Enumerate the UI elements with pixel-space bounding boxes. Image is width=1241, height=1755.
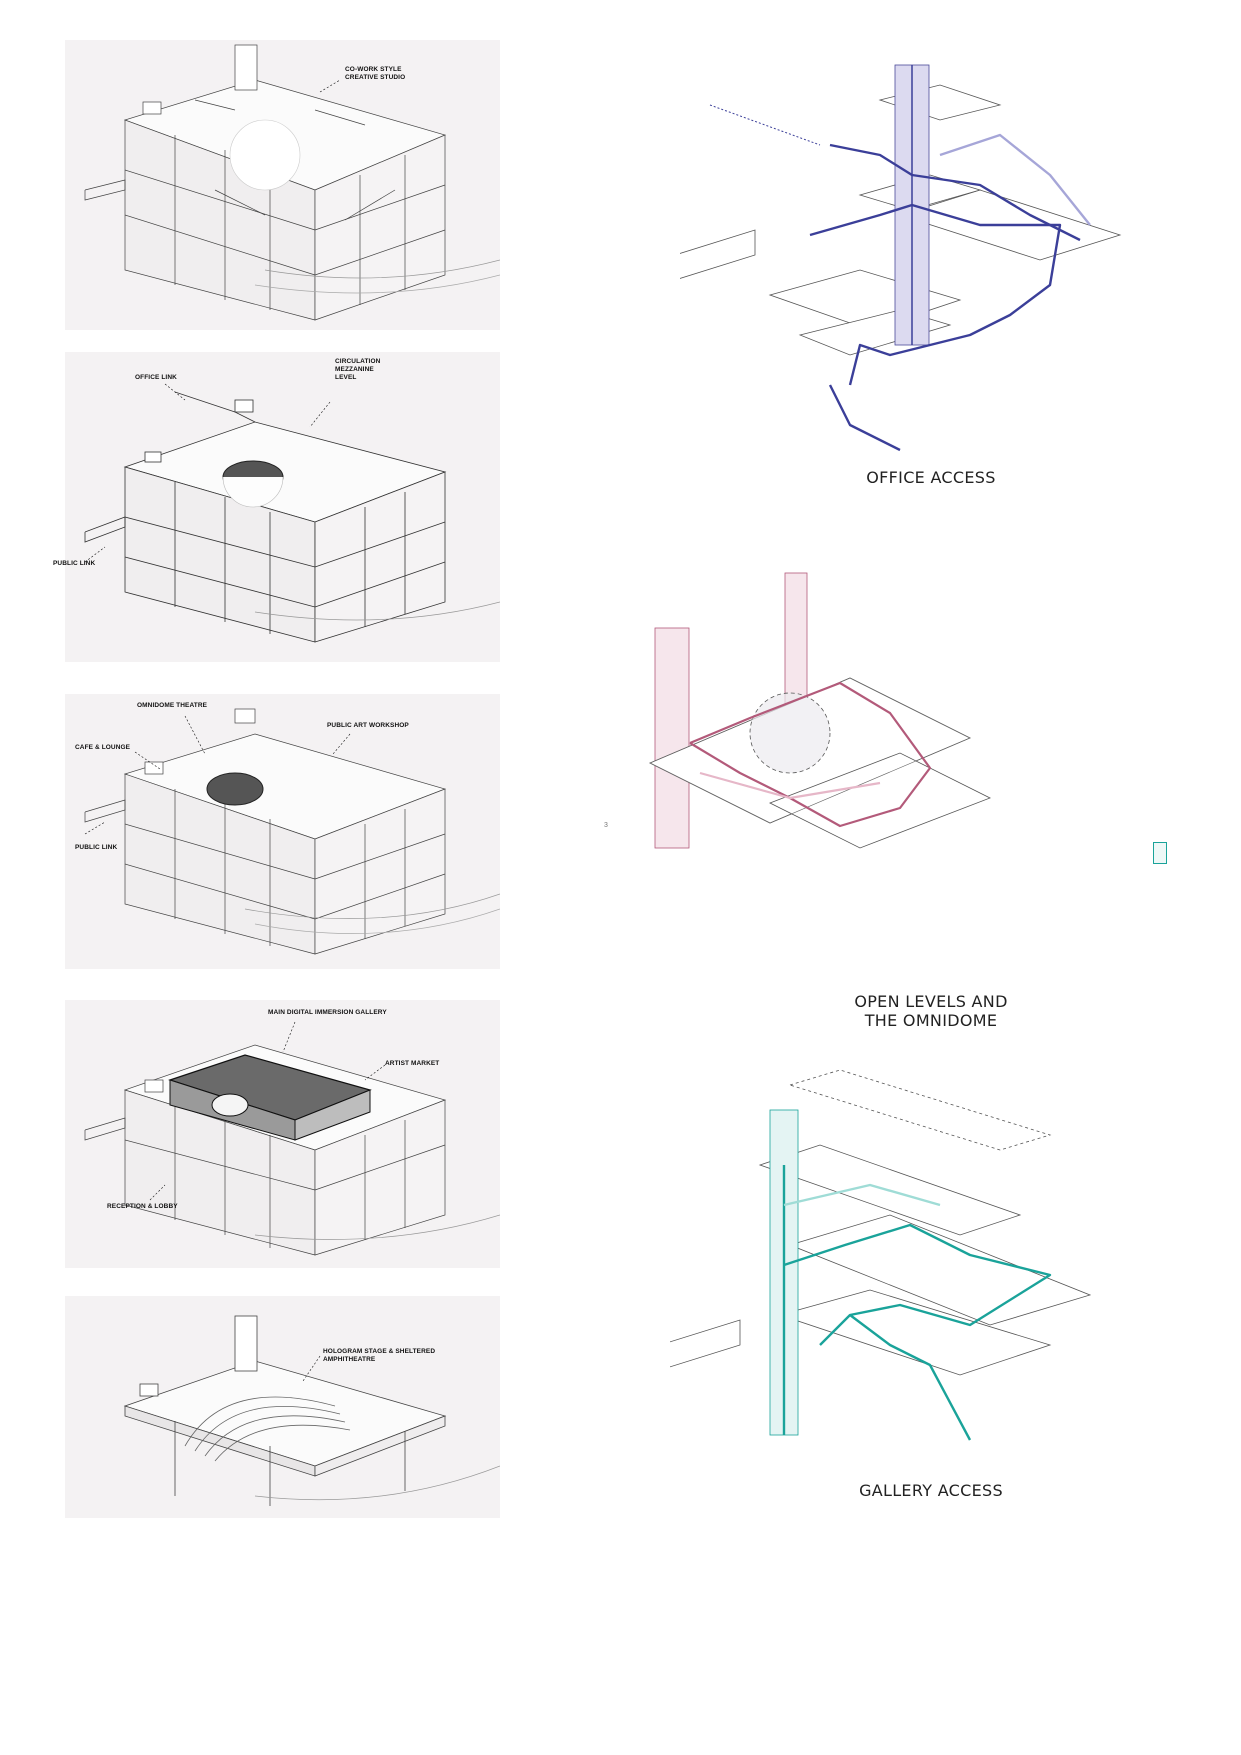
label-office-link: OFFICE LINK <box>135 374 177 381</box>
omnidome-bowl <box>206 772 264 806</box>
label-cafe-lounge: CAFE & LOUNGE <box>75 744 131 751</box>
core-shaft-left <box>654 627 690 849</box>
label-cowork-studio: CO-WORK STYLE CREATIVE STUDIO <box>345 66 406 81</box>
label-public-link: PUBLIC LINK <box>53 560 96 567</box>
axo-level-ground: HOLOGRAM STAGE & SHELTERED AMPHITHEATRE <box>65 1296 500 1518</box>
page-marker: 3 <box>604 822 608 829</box>
small-inset-marker <box>1153 842 1167 864</box>
axo-drawing <box>123 1315 500 1506</box>
axo-level-mezzanine: OFFICE LINK CIRCULATION MEZZANINE LEVEL … <box>53 352 500 662</box>
axo-drawing <box>84 1021 500 1256</box>
label-omnidome-theatre: OMNIDOME THEATRE <box>137 702 208 709</box>
axo-level-theatre: OMNIDOME THEATRE PUBLIC ART WORKSHOP CAF… <box>65 694 500 969</box>
axo-drawing <box>84 708 500 955</box>
open-levels-diagram <box>649 572 991 849</box>
caption-open-levels: OPEN LEVELS AND THE OMNIDOME <box>854 992 1008 1030</box>
label-artist-market: ARTIST MARKET <box>385 1060 440 1067</box>
gallery-access-diagram <box>670 1069 1092 1441</box>
caption-office-access: OFFICE ACCESS <box>866 468 996 487</box>
axo-drawing <box>84 383 500 643</box>
label-public-link: PUBLIC LINK <box>75 844 118 851</box>
axo-level-gallery: MAIN DIGITAL IMMERSION GALLERY ARTIST MA… <box>65 1000 500 1268</box>
dome-sphere <box>229 119 301 191</box>
caption-gallery-access: GALLERY ACCESS <box>859 1481 1003 1500</box>
label-public-art-workshop: PUBLIC ART WORKSHOP <box>327 722 409 729</box>
label-main-immersion-gallery: MAIN DIGITAL IMMERSION GALLERY <box>268 1009 387 1016</box>
omnidome-sphere <box>749 692 831 774</box>
office-access-diagram <box>680 64 1122 452</box>
label-hologram-stage: HOLOGRAM STAGE & SHELTERED AMPHITHEATRE <box>323 1348 436 1363</box>
axo-drawing <box>84 44 500 321</box>
label-circulation-mezzanine: CIRCULATION MEZZANINE LEVEL <box>335 358 381 381</box>
label-reception-lobby: RECEPTION & LOBBY <box>107 1203 178 1210</box>
axo-level-office: CO-WORK STYLE CREATIVE STUDIO <box>65 40 500 330</box>
